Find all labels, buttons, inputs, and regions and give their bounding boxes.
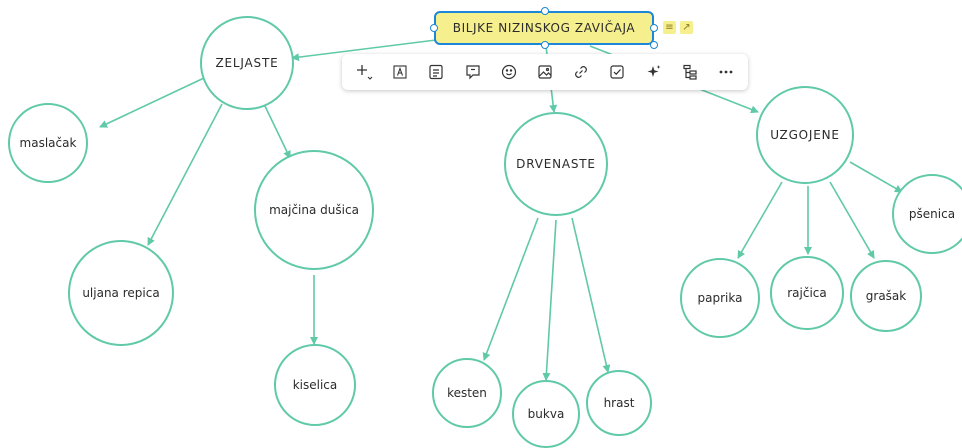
add-icon[interactable] bbox=[346, 58, 382, 86]
node-label: majčina dušica bbox=[269, 203, 359, 217]
node-zeljaste[interactable]: ZELJASTE bbox=[200, 16, 294, 110]
notes-icon[interactable]: ≡ bbox=[663, 21, 676, 34]
node-maslacak[interactable]: maslačak bbox=[8, 103, 88, 183]
node-majcina-dusica[interactable]: majčina dušica bbox=[254, 150, 374, 270]
resize-handle-bottom-right[interactable] bbox=[650, 41, 658, 49]
edge-zeljaste-majcina bbox=[263, 103, 291, 159]
node-label: maslačak bbox=[19, 136, 77, 150]
edge-root-zeljaste bbox=[291, 39, 437, 62]
mind-map-icon[interactable] bbox=[672, 58, 708, 86]
node-rajcica[interactable]: rajčica bbox=[770, 256, 844, 330]
edge-drvenaste-hrast bbox=[571, 217, 611, 373]
link-icon[interactable] bbox=[563, 58, 599, 86]
more-options-icon[interactable] bbox=[708, 58, 744, 86]
node-label: pšenica bbox=[908, 207, 956, 221]
text-box-icon[interactable] bbox=[382, 58, 418, 86]
edge-uzgojene-grasak bbox=[829, 181, 875, 259]
node-label: kesten bbox=[447, 386, 487, 400]
node-label: grašak bbox=[865, 289, 907, 303]
node-label: paprika bbox=[697, 291, 743, 305]
node-grasak[interactable]: grašak bbox=[850, 260, 922, 332]
node-label: ZELJASTE bbox=[215, 56, 279, 70]
resize-handle-right[interactable] bbox=[650, 24, 658, 32]
edge-uzgojene-psenica bbox=[849, 161, 903, 193]
node-label: hrast bbox=[603, 396, 635, 410]
resize-handle-top[interactable] bbox=[541, 7, 549, 15]
edge-drvenaste-kesten bbox=[482, 217, 539, 361]
node-label: rajčica bbox=[787, 286, 827, 300]
node-hrast[interactable]: hrast bbox=[586, 370, 652, 436]
floating-toolbar bbox=[342, 54, 748, 90]
image-icon[interactable] bbox=[527, 58, 563, 86]
edge-drvenaste-bukva bbox=[542, 219, 557, 381]
sticky-note-icon[interactable] bbox=[418, 58, 454, 86]
node-label: uljana repica bbox=[82, 286, 160, 300]
node-kesten[interactable]: kesten bbox=[432, 358, 502, 428]
node-paprika[interactable]: paprika bbox=[680, 258, 760, 338]
node-drvenaste[interactable]: DRVENASTE bbox=[504, 112, 608, 216]
node-kiselica[interactable]: kiselica bbox=[274, 344, 356, 426]
task-checkbox-icon[interactable] bbox=[599, 58, 635, 86]
edge-uzgojene-paprika bbox=[737, 181, 783, 259]
resize-handle-left[interactable] bbox=[430, 24, 438, 32]
node-label: kiselica bbox=[292, 378, 338, 392]
node-uzgojene[interactable]: UZGOJENE bbox=[756, 86, 854, 184]
emoji-icon[interactable] bbox=[491, 58, 527, 86]
node-bukva[interactable]: bukva bbox=[512, 380, 580, 448]
comment-icon[interactable] bbox=[455, 58, 491, 86]
node-label: UZGOJENE bbox=[770, 128, 840, 142]
node-psenica[interactable]: pšenica bbox=[892, 174, 962, 254]
node-label: bukva bbox=[527, 407, 565, 421]
ai-sparkle-icon[interactable] bbox=[636, 58, 672, 86]
root-label: BILJKE NIZINSKOG ZAVIČAJA bbox=[452, 21, 636, 35]
node-uljana-repica[interactable]: uljana repica bbox=[68, 240, 174, 346]
root-topic[interactable]: BILJKE NIZINSKOG ZAVIČAJA bbox=[434, 11, 654, 45]
node-label: DRVENASTE bbox=[516, 157, 596, 171]
edge-zeljaste-uljana bbox=[147, 103, 223, 246]
resize-handle-bottom[interactable] bbox=[541, 41, 549, 49]
open-link-icon[interactable]: ↗ bbox=[680, 21, 693, 34]
edge-zeljaste-maslacak bbox=[99, 77, 205, 128]
